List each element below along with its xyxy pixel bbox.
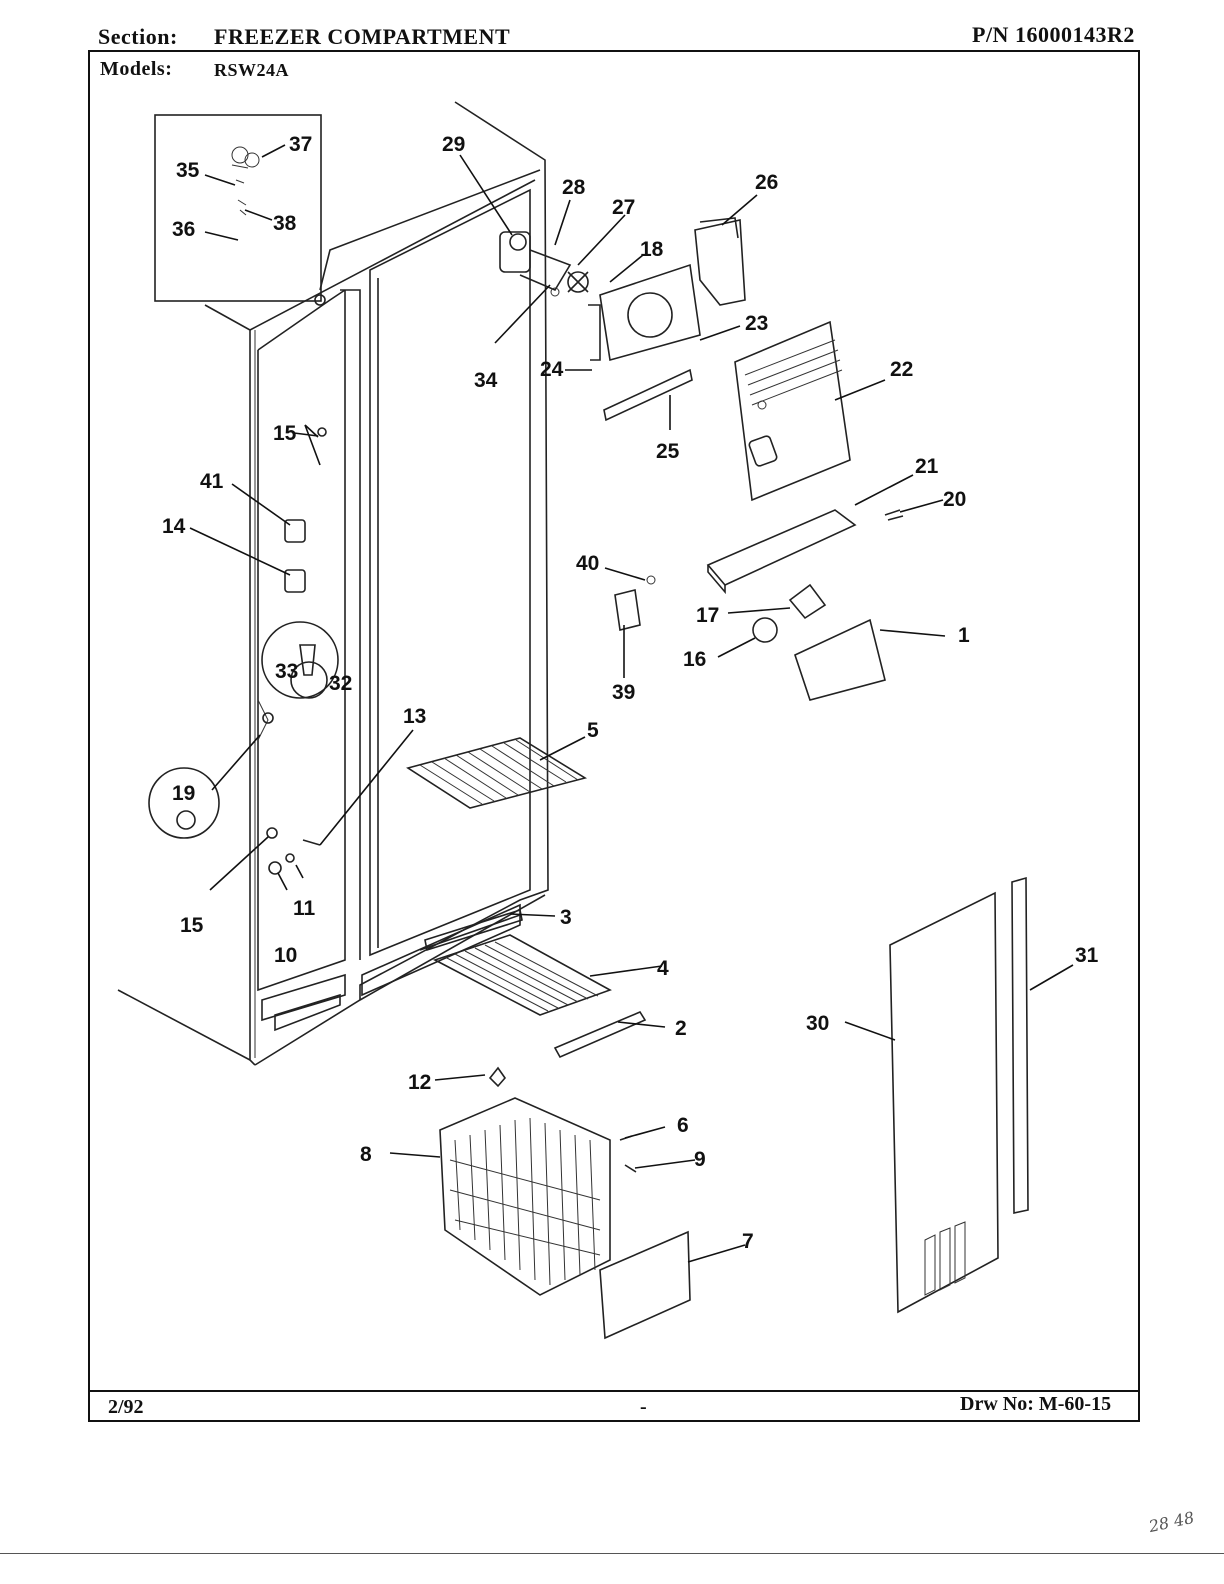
callout-28: 28 xyxy=(562,176,586,199)
light-assembly xyxy=(614,509,904,701)
callout-27: 27 xyxy=(612,196,635,219)
callout-24: 24 xyxy=(540,358,564,381)
small-parts xyxy=(148,294,637,1173)
callout-21: 21 xyxy=(915,455,939,478)
leader-lines xyxy=(189,144,1074,1263)
fan-motor-assembly xyxy=(499,217,746,422)
callout-19: 19 xyxy=(172,782,195,805)
handwritten-note: 28 48 xyxy=(1146,1508,1196,1536)
lower-shelf xyxy=(432,934,612,1016)
models-label: Models: xyxy=(100,58,173,80)
callout-35: 35 xyxy=(176,159,200,182)
callout-16: 16 xyxy=(683,648,706,671)
callout-15-lower: 15 xyxy=(180,914,204,937)
page-bottom-line xyxy=(0,1553,1224,1554)
callout-11: 11 xyxy=(293,897,316,920)
callout-36: 36 xyxy=(172,218,195,241)
callout-37: 37 xyxy=(289,133,312,156)
freezer-basket xyxy=(439,1097,691,1340)
callout-31: 31 xyxy=(1075,944,1099,967)
callout-3: 3 xyxy=(560,906,572,929)
callout-32: 32 xyxy=(329,672,352,695)
callout-6: 6 xyxy=(677,1114,689,1137)
callout-1: 1 xyxy=(958,624,970,647)
callout-2: 2 xyxy=(675,1017,687,1040)
evaporator-cover xyxy=(734,320,851,502)
section-label: Section: xyxy=(98,24,178,49)
callout-30: 30 xyxy=(806,1012,829,1035)
callout-20: 20 xyxy=(943,488,966,511)
models-value: RSW24A xyxy=(214,60,290,80)
callout-5: 5 xyxy=(587,719,599,742)
section-title: FREEZER COMPARTMENT xyxy=(214,24,511,49)
callout-29: 29 xyxy=(442,133,465,156)
footer-divider xyxy=(88,1390,1140,1392)
callout-17: 17 xyxy=(696,604,719,627)
upper-shelf xyxy=(406,737,588,809)
inset-detail xyxy=(154,114,322,302)
freezer-cabinet xyxy=(117,101,549,1066)
callout-8: 8 xyxy=(360,1143,372,1166)
callout-18: 18 xyxy=(640,238,664,261)
callout-7: 7 xyxy=(742,1230,754,1253)
callout-22: 22 xyxy=(890,358,913,381)
callout-12: 12 xyxy=(408,1071,431,1094)
door-panel xyxy=(889,876,1029,1314)
callout-25: 25 xyxy=(656,440,680,463)
footer-center-mark: - xyxy=(640,1396,647,1418)
callout-13: 13 xyxy=(403,705,426,728)
callout-38: 38 xyxy=(273,212,297,235)
callout-labels: 1 2 3 4 5 6 7 8 9 10 11 12 13 14 15 15 1… xyxy=(162,133,1099,1253)
shelf-rails xyxy=(424,908,647,1059)
callout-26: 26 xyxy=(755,171,778,194)
callout-40: 40 xyxy=(576,552,599,575)
callout-34: 34 xyxy=(474,369,498,392)
callout-10: 10 xyxy=(274,944,297,967)
callout-14: 14 xyxy=(162,515,186,538)
part-number: P/N 16000143R2 xyxy=(972,22,1135,47)
callout-33: 33 xyxy=(275,660,298,683)
callout-9: 9 xyxy=(694,1148,706,1171)
callout-23: 23 xyxy=(745,312,768,335)
callout-39: 39 xyxy=(612,681,635,704)
callout-15-upper: 15 xyxy=(273,422,297,445)
callout-41: 41 xyxy=(200,470,224,493)
drawing-frame xyxy=(88,50,1140,1422)
callout-4: 4 xyxy=(657,957,669,980)
drawing-number: Drw No: M-60-15 xyxy=(960,1393,1112,1415)
revision-date: 2/92 xyxy=(108,1396,144,1418)
